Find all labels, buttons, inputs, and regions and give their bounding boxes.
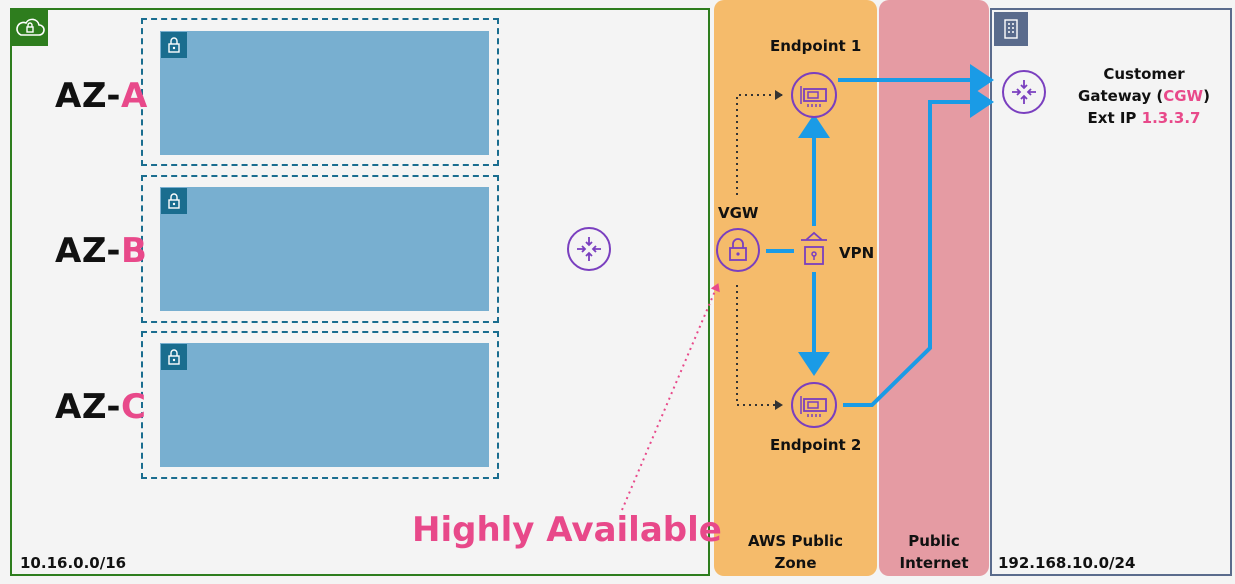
subnet-az-a-fill <box>160 31 489 155</box>
customer-network-boundary <box>990 8 1232 576</box>
endpoint-1-label: Endpoint 1 <box>770 37 862 55</box>
vgw-label: VGW <box>718 204 759 222</box>
customer-gateway-label: Customer Gateway (CGW) Ext IP 1.3.3.7 <box>1078 65 1210 127</box>
subnet-az-b-fill <box>160 187 489 311</box>
vpn-label: VPN <box>839 244 875 262</box>
subnet-az-c <box>141 331 499 479</box>
private-subnet-lock-icon <box>161 344 187 370</box>
az-c-label: AZ-C <box>55 387 147 427</box>
endpoint-2-icon <box>791 382 837 428</box>
vpc-cidr: 10.16.0.0/16 <box>20 554 127 572</box>
subnet-az-a <box>141 18 499 166</box>
endpoint-2-label: Endpoint 2 <box>770 436 862 454</box>
az-a-label: AZ-A <box>55 76 148 116</box>
customer-cidr: 192.168.10.0/24 <box>998 554 1136 572</box>
corporate-building-icon <box>994 12 1028 46</box>
vpc-cloud-icon <box>12 10 48 46</box>
vpn-connection-icon <box>801 231 827 265</box>
az-b-label: AZ-B <box>55 231 148 271</box>
endpoint-1-icon <box>791 72 837 118</box>
highly-available-annotation: Highly Available <box>412 510 722 550</box>
subnet-az-b <box>141 175 499 323</box>
vgw-icon <box>716 228 760 272</box>
private-subnet-lock-icon <box>161 32 187 58</box>
vpc-router-icon <box>567 227 611 271</box>
subnet-az-c-fill <box>160 343 489 467</box>
private-subnet-lock-icon <box>161 188 187 214</box>
customer-gateway-icon <box>1002 70 1046 114</box>
